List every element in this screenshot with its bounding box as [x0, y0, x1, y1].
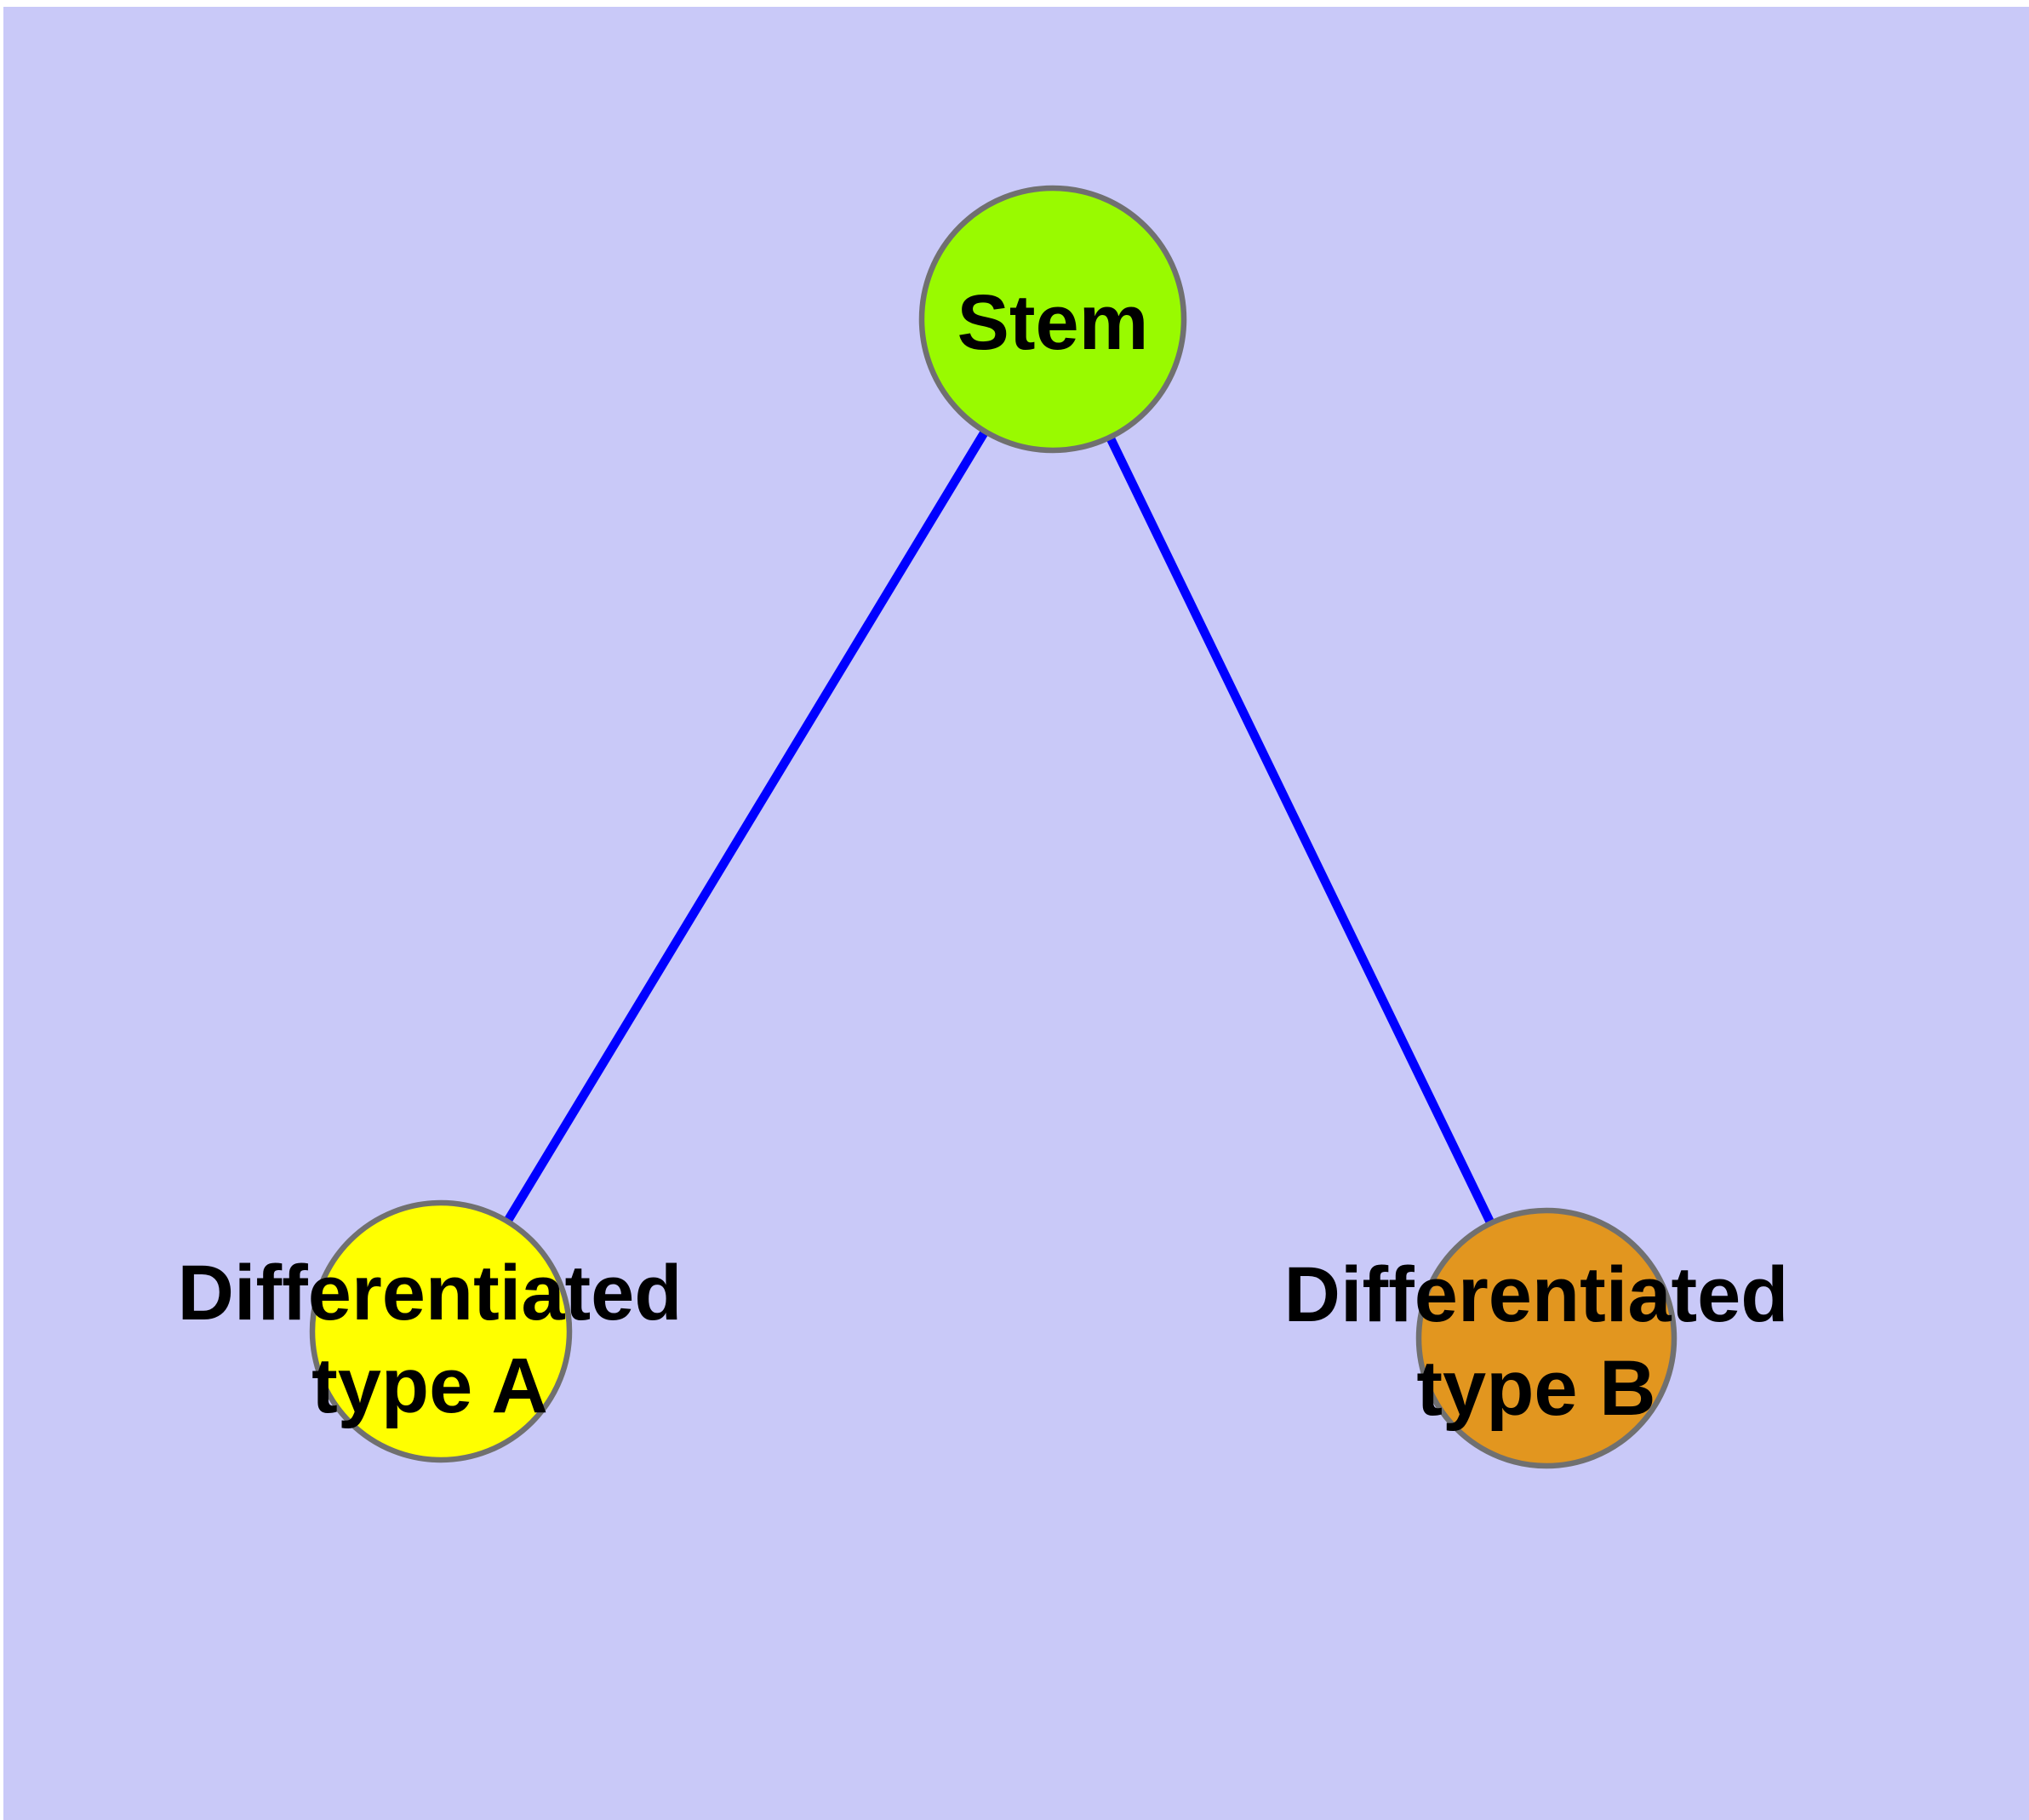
label-differentiated-type-a-line-1: Differentiated — [178, 1250, 683, 1336]
node-differentiated-type-a — [309, 1199, 573, 1463]
node-stem — [918, 185, 1187, 454]
label-stem: Stem — [957, 279, 1149, 366]
label-differentiated-type-b-line-1: Differentiated — [1284, 1251, 1789, 1338]
edge-stem-to-differentiated-type-b — [1049, 317, 1551, 1341]
node-differentiated-type-b — [1415, 1207, 1677, 1469]
label-differentiated-type-a-line-2: type A — [311, 1342, 548, 1429]
edge-stem-to-differentiated-type-a — [437, 317, 1057, 1334]
label-differentiated-type-b-line-2: type B — [1416, 1345, 1655, 1432]
